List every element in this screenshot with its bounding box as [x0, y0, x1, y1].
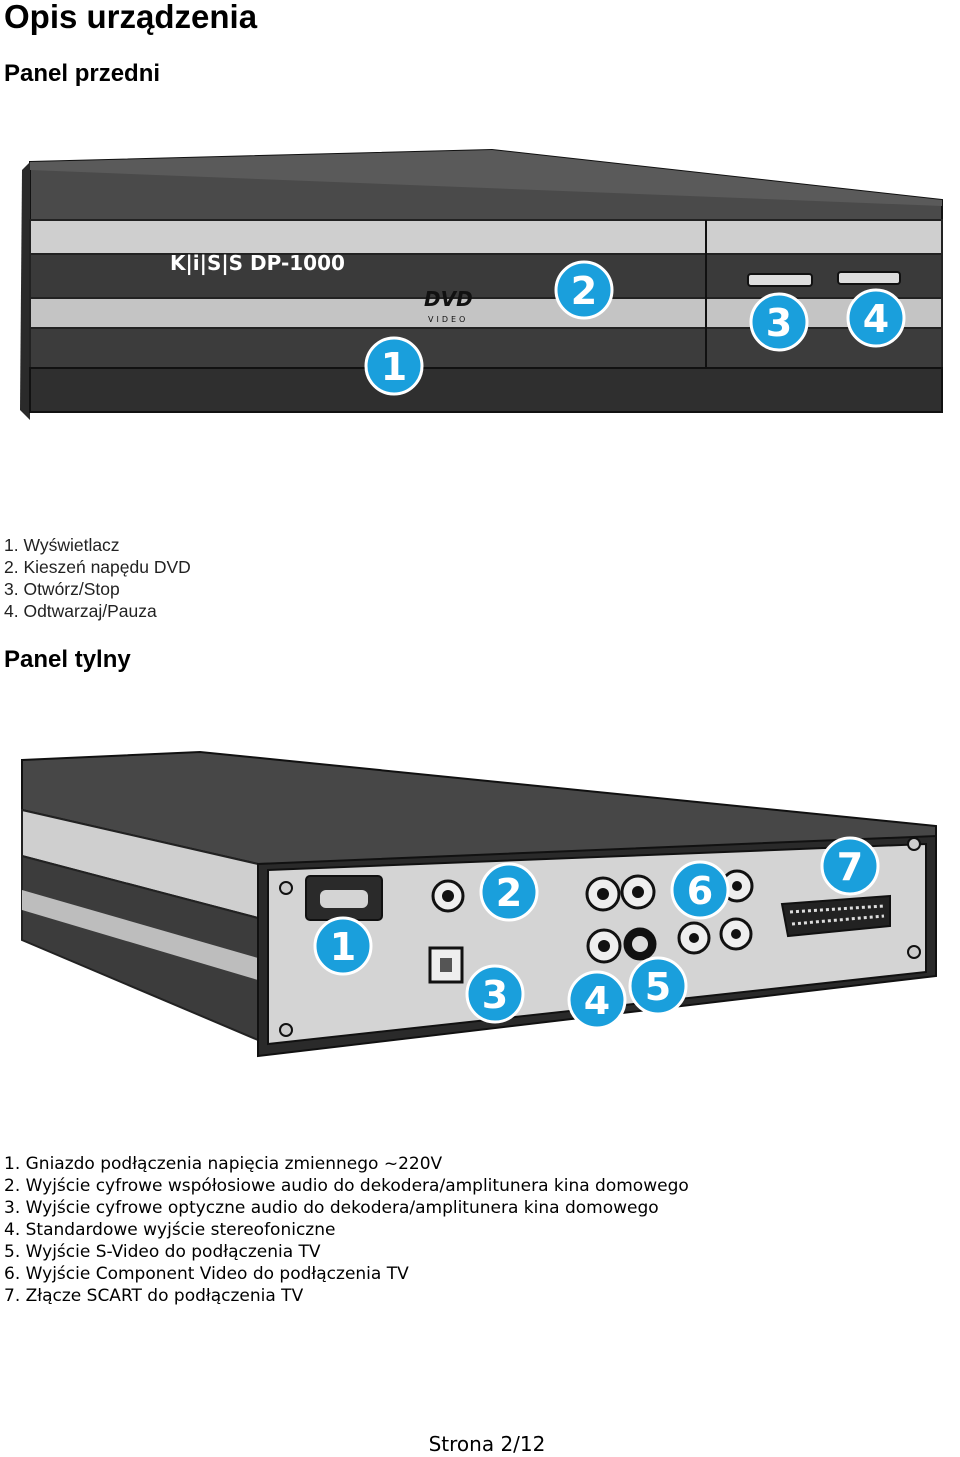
svg-text:1: 1 — [381, 345, 407, 389]
front-panel-list: 1. Wyświetlacz 2. Kieszeń napędu DVD 3. … — [4, 534, 191, 622]
back-panel-list: 1. Gniazdo podłączenia napięcia zmienneg… — [4, 1153, 689, 1307]
list-item: 2. Kieszeń napędu DVD — [4, 557, 191, 577]
list-item: 3. Wyjście cyfrowe optyczne audio do dek… — [4, 1198, 659, 1218]
front-callout-3: 3 — [749, 292, 809, 352]
play-pause-button[interactable] — [837, 271, 901, 285]
list-item: 4. Odtwarzaj/Pauza — [4, 601, 157, 621]
list-item: 7. Złącze SCART do podłączenia TV — [4, 1286, 304, 1306]
svg-text:2: 2 — [571, 269, 597, 313]
back-callout-6: 6 — [670, 860, 730, 920]
back-callout-1: 1 — [313, 916, 373, 976]
back-callout-7: 7 — [820, 836, 880, 896]
svg-text:2: 2 — [496, 871, 522, 915]
front-panel-illustration: K|i|S|S DP-1000 DVD VIDEO 1 2 3 4 — [20, 148, 943, 420]
svg-text:4: 4 — [863, 297, 889, 341]
svg-text:3: 3 — [482, 973, 508, 1017]
video-logo: VIDEO — [428, 315, 468, 324]
list-item: 6. Wyjście Component Video do podłączeni… — [4, 1264, 409, 1284]
svg-text:7: 7 — [837, 845, 863, 889]
front-callout-4: 4 — [846, 288, 906, 348]
list-item: 2. Wyjście cyfrowe współosiowe audio do … — [4, 1176, 689, 1196]
back-panel-illustration: 1 2 3 4 5 6 7 — [21, 750, 937, 1058]
list-item: 3. Otwórz/Stop — [4, 579, 120, 599]
back-callout-2: 2 — [479, 862, 539, 922]
brand-label: K|i|S|S DP-1000 — [170, 251, 345, 275]
list-item: 4. Standardowe wyjście stereofoniczne — [4, 1220, 336, 1240]
front-panel-heading: Panel przedni — [4, 60, 161, 87]
front-callout-1: 1 — [364, 336, 424, 396]
page-number: Strona 2/12 — [428, 1432, 546, 1456]
svg-text:3: 3 — [766, 301, 792, 345]
list-item: 1. Wyświetlacz — [4, 535, 120, 555]
dvd-logo: DVD — [424, 287, 473, 311]
list-item: 5. Wyjście S-Video do podłączenia TV — [4, 1242, 321, 1262]
list-item: 1. Gniazdo podłączenia napięcia zmienneg… — [4, 1154, 443, 1174]
open-stop-button[interactable] — [747, 273, 813, 287]
back-callout-4: 4 — [567, 970, 627, 1030]
back-callout-3: 3 — [465, 964, 525, 1024]
front-callout-2: 2 — [554, 260, 614, 320]
svg-text:6: 6 — [687, 869, 713, 913]
back-callout-5: 5 — [628, 956, 688, 1016]
svg-text:1: 1 — [330, 925, 356, 969]
optical-port-icon — [428, 946, 464, 984]
page-title: Opis urządzenia — [4, 0, 258, 35]
svg-text:4: 4 — [584, 979, 610, 1023]
back-panel-heading: Panel tylny — [4, 646, 131, 673]
svg-text:5: 5 — [645, 965, 671, 1009]
